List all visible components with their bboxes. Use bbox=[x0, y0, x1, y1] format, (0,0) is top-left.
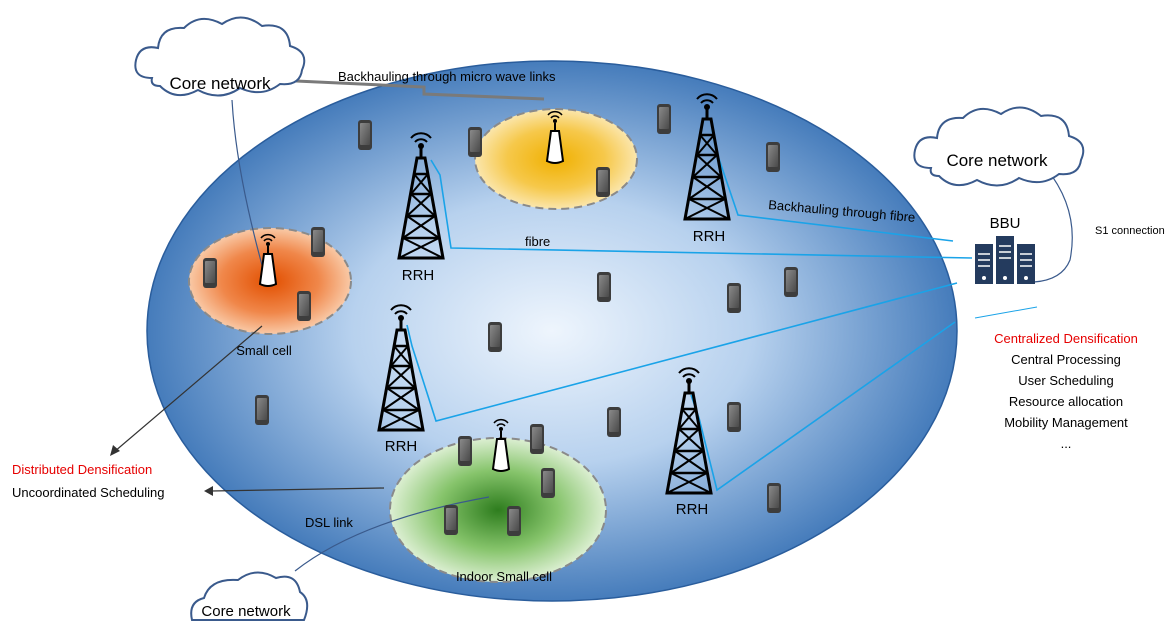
phone-icon bbox=[203, 258, 217, 288]
backhaul-microwave-label: Backhauling through micro wave links bbox=[338, 69, 556, 84]
small-cell-label: Small cell bbox=[236, 343, 292, 358]
microwave-link bbox=[295, 79, 545, 101]
arrow-uncoordinated bbox=[210, 487, 385, 492]
phone-icon bbox=[766, 142, 780, 172]
phone-icon bbox=[767, 483, 781, 513]
rrh-label: RRH bbox=[385, 438, 418, 455]
phone-icon bbox=[444, 505, 458, 535]
phone-icon bbox=[597, 272, 611, 302]
centralized-densification-title: Centralized Densification bbox=[994, 331, 1138, 346]
centralized-item: ... bbox=[1061, 436, 1072, 451]
fibre-bbu-stub bbox=[974, 306, 1038, 319]
phone-icon bbox=[255, 395, 269, 425]
centralized-item: Mobility Management bbox=[1004, 415, 1128, 430]
phone-icon bbox=[607, 407, 621, 437]
phone-icon bbox=[311, 227, 325, 257]
phone-icon bbox=[488, 322, 502, 352]
core-network-label: Core network bbox=[946, 151, 1048, 170]
phone-icon bbox=[507, 506, 521, 536]
dsl-link-label: DSL link bbox=[305, 515, 353, 530]
fibre-label: fibre bbox=[525, 234, 550, 249]
phone-icon bbox=[458, 436, 472, 466]
dsl-link-line bbox=[294, 496, 490, 572]
s1-connection-line bbox=[1033, 167, 1073, 283]
coverage-area bbox=[146, 60, 958, 602]
indoor-small-cell-label: Indoor Small cell bbox=[456, 569, 552, 584]
phone-icon bbox=[596, 167, 610, 197]
centralized-item: User Scheduling bbox=[1018, 373, 1113, 388]
core-network-label: Core network bbox=[169, 74, 271, 93]
phone-icon bbox=[657, 104, 671, 134]
core-link-top-left bbox=[231, 99, 263, 266]
centralized-item: Central Processing bbox=[1011, 352, 1121, 367]
phone-icon bbox=[297, 291, 311, 321]
phone-icon bbox=[530, 424, 544, 454]
centralized-item: Resource allocation bbox=[1009, 394, 1123, 409]
bbu-label: BBU bbox=[990, 215, 1021, 232]
fibre-links bbox=[406, 128, 973, 492]
rrh-label: RRH bbox=[402, 267, 435, 284]
bbu-server-icon bbox=[975, 236, 1035, 284]
core-network-label: Core network bbox=[201, 603, 291, 620]
distributed-item: Uncoordinated Scheduling bbox=[12, 485, 165, 500]
arrow-distributed bbox=[113, 325, 263, 453]
phone-icon bbox=[358, 120, 372, 150]
rrh-label: RRH bbox=[693, 228, 726, 245]
phone-icon bbox=[727, 283, 741, 313]
phone-icon bbox=[727, 402, 741, 432]
phone-icon bbox=[541, 468, 555, 498]
distributed-densification-title: Distributed Densification bbox=[12, 462, 152, 477]
phone-icon bbox=[468, 127, 482, 157]
phone-icon bbox=[784, 267, 798, 297]
rrh-label: RRH bbox=[676, 501, 709, 518]
cloud-icon bbox=[190, 571, 309, 621]
s1-connection-label: S1 connection bbox=[1095, 225, 1165, 237]
cloud-icon bbox=[913, 106, 1085, 187]
